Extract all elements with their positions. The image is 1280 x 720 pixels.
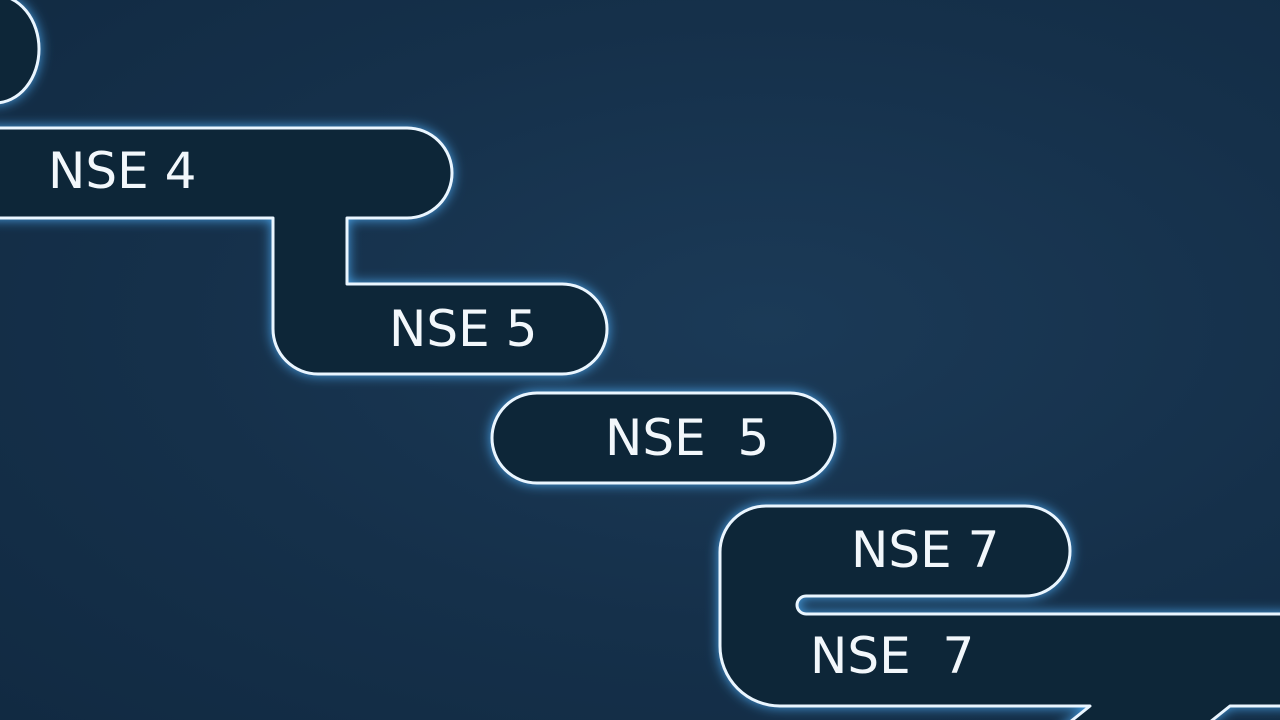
step-label-nse-4: NSE 4 <box>48 142 197 200</box>
partial-step-top-left <box>0 0 41 105</box>
step-shape-nse-7 <box>718 504 1280 720</box>
step-shape-nse-5-b <box>490 391 837 485</box>
step-shape-nse-4-to-5 <box>0 126 609 376</box>
step-label-nse-5-b: NSE 5 <box>605 409 770 467</box>
step-label-nse-5: NSE 5 <box>389 300 538 358</box>
step-label-nse-7: NSE 7 <box>851 521 1000 579</box>
step-label-nse-7-b: NSE 7 <box>810 627 975 685</box>
